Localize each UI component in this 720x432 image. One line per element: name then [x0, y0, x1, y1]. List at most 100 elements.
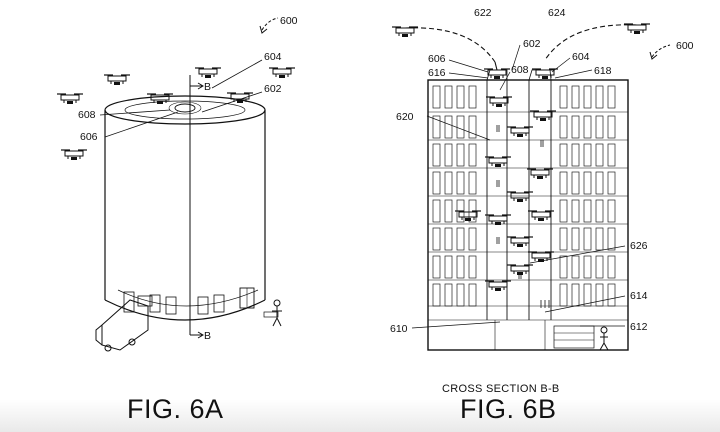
window: [608, 86, 615, 108]
window: [445, 284, 452, 306]
window: [596, 256, 603, 278]
window: [596, 228, 603, 250]
drone-icon: [624, 24, 650, 34]
window: [469, 284, 476, 306]
window: [596, 172, 603, 194]
window: [445, 144, 452, 166]
window: [457, 116, 464, 138]
window: [572, 172, 579, 194]
label-602: 602: [264, 83, 282, 95]
window: [560, 200, 567, 222]
drone-icon: [486, 97, 512, 107]
window: [608, 172, 615, 194]
window: [433, 86, 440, 108]
window: [469, 144, 476, 166]
window: [608, 116, 615, 138]
window: [433, 284, 440, 306]
window: [572, 116, 579, 138]
window: [584, 116, 591, 138]
window: [445, 116, 452, 138]
person-figure-6b: [600, 327, 608, 350]
window: [596, 86, 603, 108]
drone-icon: [392, 27, 418, 37]
window: [433, 228, 440, 250]
label-614: 614: [630, 290, 648, 302]
window: [457, 172, 464, 194]
window: [457, 256, 464, 278]
window: [560, 228, 567, 250]
window: [560, 116, 567, 138]
window: [469, 116, 476, 138]
drone-icon: [57, 94, 83, 104]
window: [572, 256, 579, 278]
window: [433, 172, 440, 194]
label-622: 622: [474, 7, 492, 19]
window: [560, 144, 567, 166]
flight-path-624: [545, 25, 637, 60]
label-602-6b: 602: [523, 38, 541, 50]
drone-icon: [530, 111, 556, 121]
label-610: 610: [390, 323, 408, 335]
person-figure: [272, 300, 282, 326]
fig6a-drawing: [57, 18, 295, 351]
window: [572, 200, 579, 222]
label-b-bottom: B: [204, 330, 211, 342]
label-612: 612: [630, 321, 648, 333]
drone-icon: [528, 211, 554, 221]
label-618: 618: [594, 65, 612, 77]
label-626: 626: [630, 240, 648, 252]
window: [608, 144, 615, 166]
window: [469, 228, 476, 250]
label-b-top: B: [204, 81, 211, 93]
window: [584, 144, 591, 166]
window: [584, 172, 591, 194]
fig-6b-caption: FIG. 6B: [460, 394, 557, 425]
label-608: 608: [78, 109, 96, 121]
window: [608, 256, 615, 278]
window: [560, 172, 567, 194]
fig-6a-caption: FIG. 6A: [127, 394, 224, 425]
window: [457, 284, 464, 306]
window: [457, 144, 464, 166]
drone-icon: [195, 68, 221, 78]
window: [560, 284, 567, 306]
drone-icon: [455, 211, 481, 221]
label-606-6b: 606: [428, 53, 446, 65]
window: [433, 144, 440, 166]
building-outline: [428, 80, 628, 350]
window: [469, 86, 476, 108]
drone-icon: [61, 150, 87, 160]
drone-icon: [527, 169, 553, 179]
window: [572, 284, 579, 306]
drone-icon: [104, 75, 130, 85]
window: [469, 256, 476, 278]
window: [445, 256, 452, 278]
window: [608, 284, 615, 306]
window: [457, 86, 464, 108]
window: [445, 228, 452, 250]
window: [445, 86, 452, 108]
label-608-6b: 608: [511, 64, 529, 76]
label-620: 620: [396, 111, 414, 123]
flight-path-622: [405, 28, 495, 62]
label-624: 624: [548, 7, 566, 19]
window: [433, 256, 440, 278]
label-600-6b: 600: [676, 40, 694, 52]
label-604: 604: [264, 51, 282, 63]
label-600: 600: [280, 15, 298, 27]
window: [608, 228, 615, 250]
window: [596, 116, 603, 138]
window: [596, 200, 603, 222]
drone-icon: [269, 68, 295, 78]
window: [572, 144, 579, 166]
window: [584, 256, 591, 278]
roof-opening: [175, 104, 195, 112]
window: [596, 144, 603, 166]
label-616: 616: [428, 67, 446, 79]
window: [584, 200, 591, 222]
window: [469, 172, 476, 194]
window: [445, 172, 452, 194]
window: [560, 86, 567, 108]
window: [560, 256, 567, 278]
